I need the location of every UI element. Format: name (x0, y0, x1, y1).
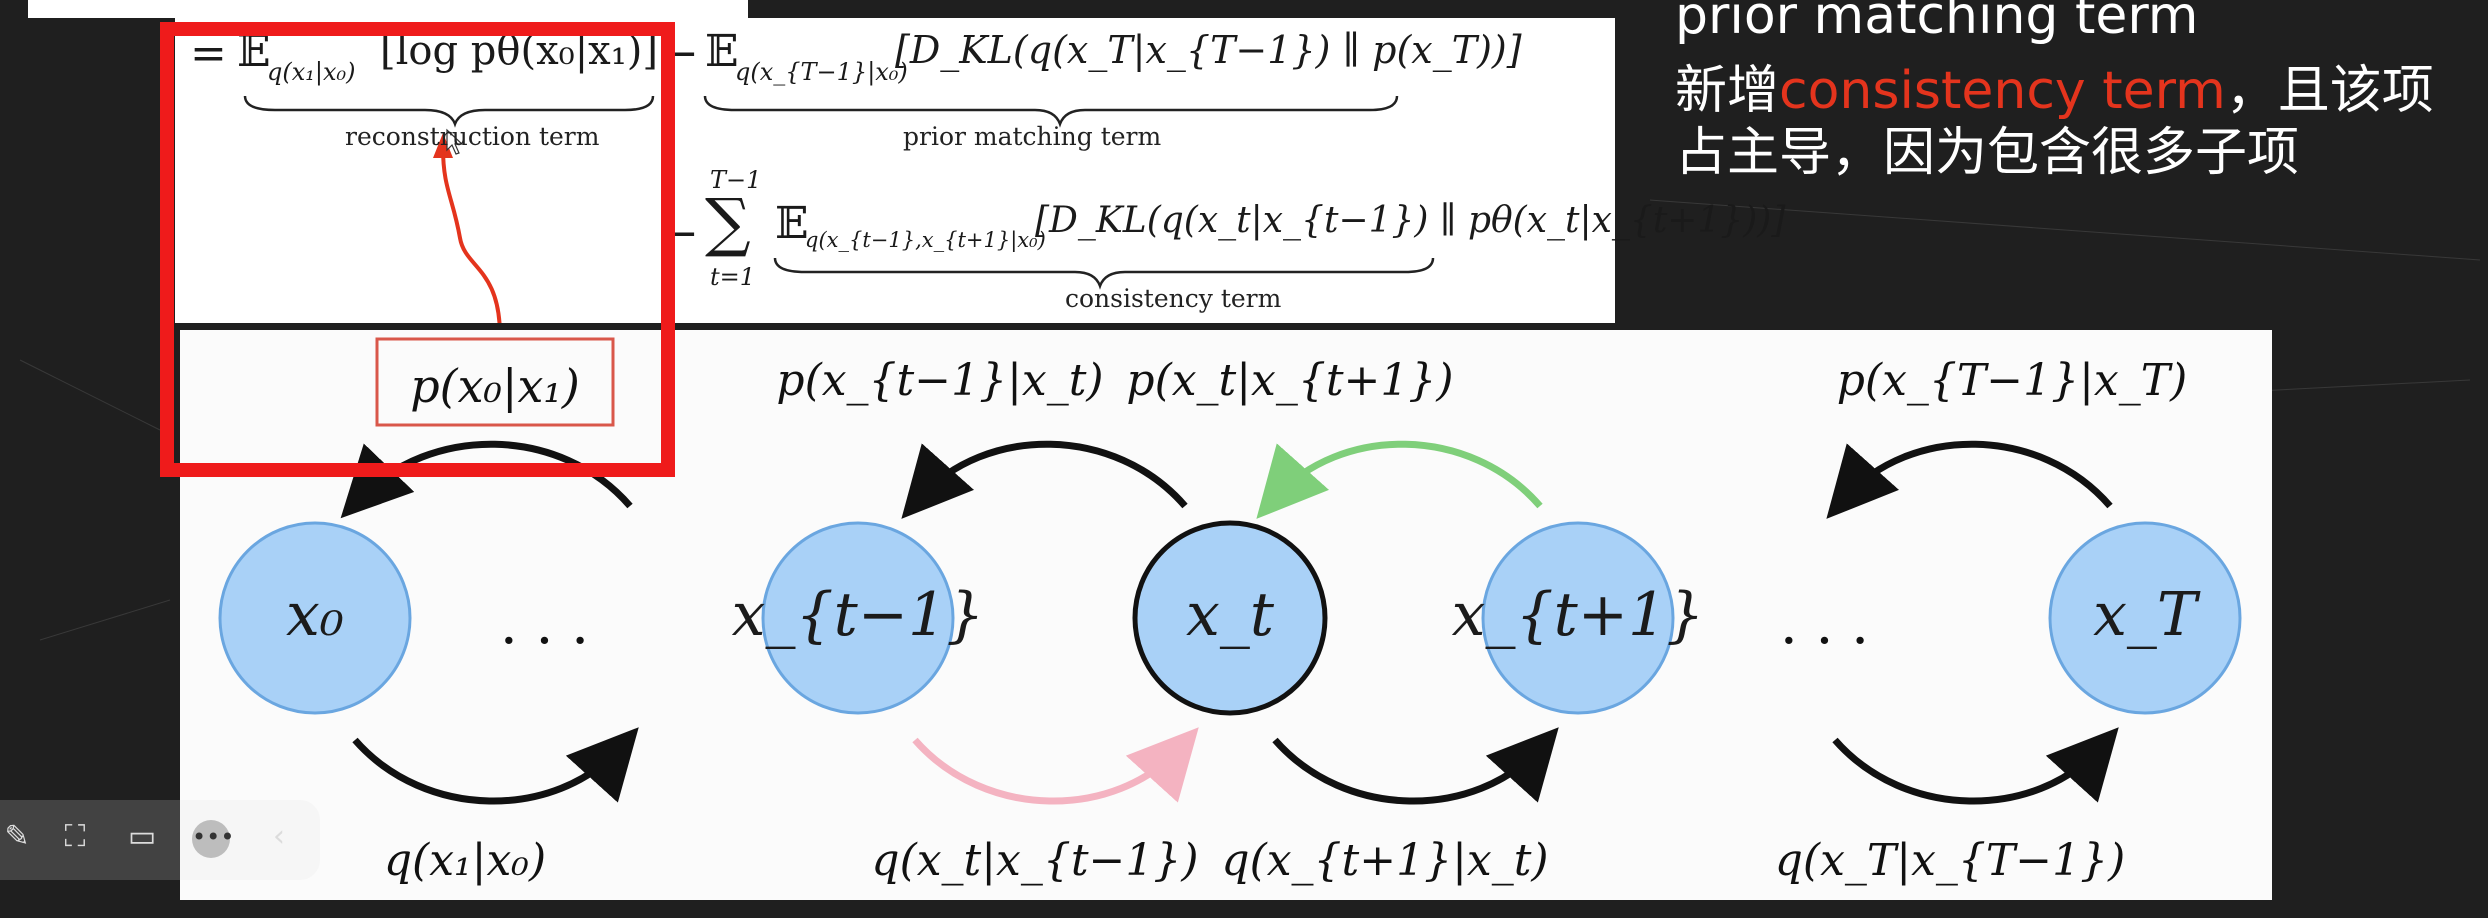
label-q-xt-xt-1: q(x_t|x_{t−1}) (871, 835, 1198, 886)
markov-chain-diagram: x₀ x_{t−1} x_t x_{t+1} x_T · · · · · · p… (218, 337, 2242, 886)
annotation-line-3: 占主导，因为包含很多子项 (1675, 123, 2300, 183)
pen-icon[interactable]: ✎ (4, 819, 30, 854)
ellipsis-left: · · · (500, 609, 589, 674)
cutoff-red-subtitle (790, 878, 1590, 918)
red-curve-arrow (441, 147, 502, 323)
node-x0 (218, 521, 412, 715)
formula-equals: = (190, 28, 227, 79)
formula-svg (243, 95, 1435, 323)
annotation-line-2-red: consistency term (1779, 61, 2226, 121)
recon-label: reconstruction term (345, 122, 600, 151)
node-label-x-t-minus-1: x_{t−1} (732, 580, 985, 650)
node-label-x-t-plus-1: x_{t+1} (1452, 580, 1705, 650)
node-x-t-minus-1 (761, 521, 955, 715)
recon-underbrace (243, 95, 655, 128)
label-p-xT-1-xT: p(x_{T−1}|x_T) (1837, 355, 2188, 406)
arrow-q-xt+1-xt (1272, 727, 1559, 805)
collapse-icon[interactable]: ‹ (273, 819, 285, 854)
cons-expectation: 𝔼 (775, 198, 809, 249)
boxed-label-text: p(x₀|x₁) (410, 359, 580, 413)
annotation-line-2-post: ，且该项 (2225, 61, 2434, 121)
node-x-t-plus-1 (1481, 521, 1675, 715)
prior-underbrace (703, 95, 1399, 128)
node-label-x0: x₀ (286, 580, 344, 650)
prior-label: prior matching term (903, 122, 1162, 151)
label-q-xT-xT-1: q(x_T|x_{T−1}) (1775, 835, 2126, 886)
red-arrowhead (433, 133, 453, 158)
cons-body: [D_KL(q(x_t|x_{t−1}) ∥ pθ(x_t|x_{t+1}))] (1035, 200, 1786, 241)
arrow-q-xt-xt-1 (912, 727, 1199, 805)
annotation-line-1: prior matching term (1675, 0, 2199, 46)
arrow-q-xT-xT-1 (1832, 727, 2119, 805)
node-x-T (2048, 521, 2242, 715)
diagram-panel: x₀ x_{t−1} x_t x_{t+1} x_T · · · · · · p… (180, 330, 2272, 900)
arrow-p-xt-xt+1 (1256, 440, 1543, 519)
label-q-xt+1-xt: q(x_{t+1}|x_t) (1221, 835, 1548, 886)
top-cutoff-strip (28, 0, 748, 18)
sum-symbol: ∑ (705, 186, 751, 260)
node-label-x-t: x_t (1186, 580, 1275, 650)
label-q-x1-x0: q(x₁|x₀) (384, 835, 546, 886)
prior-body: [D_KL(q(x_T|x_{T−1}) ∥ p(x_T))] (895, 28, 1522, 72)
label-p-xt-1-xt: p(x_{t−1}|x_t) (776, 355, 1103, 406)
video-icon[interactable]: ▭ (127, 819, 157, 854)
node-x-t (1132, 520, 1328, 716)
label-p-xt-xt+1: p(x_t|x_{t+1}) (1126, 355, 1453, 406)
node-label-x-T: x_T (2093, 580, 2201, 650)
boxed-label-frame (375, 337, 615, 427)
screenshot-icon[interactable]: ⛶ (64, 819, 86, 854)
arrow-q-x1-x0 (352, 727, 639, 805)
prior-subscript: q(x_{T−1}|x₀) (735, 58, 908, 86)
annotation-line-2-pre: 新增 (1675, 61, 1780, 121)
more-icon[interactable]: ••• (192, 820, 234, 858)
sum-bottom: t=1 (710, 263, 756, 291)
ellipsis-right: · · · (1780, 609, 1869, 674)
red-highlight-box (160, 22, 675, 477)
arrow-p-xt-1-xt (901, 440, 1188, 519)
sum-top: T−1 (710, 166, 762, 194)
cons-subscript: q(x_{t−1},x_{t+1}|x₀) (805, 228, 1046, 252)
cons-label: consistency term (1065, 284, 1282, 313)
mouse-cursor-icon (446, 128, 464, 155)
annotation-line-2: 新增consistency term，且该项 (1675, 48, 2434, 123)
cons-underbrace (773, 257, 1435, 290)
arrow-p-xT-1-xT (1826, 440, 2113, 519)
prior-expectation: 𝔼 (705, 26, 739, 77)
floating-toolbar (0, 800, 320, 880)
recon-subscript: q(x₁|x₀) (267, 58, 356, 86)
